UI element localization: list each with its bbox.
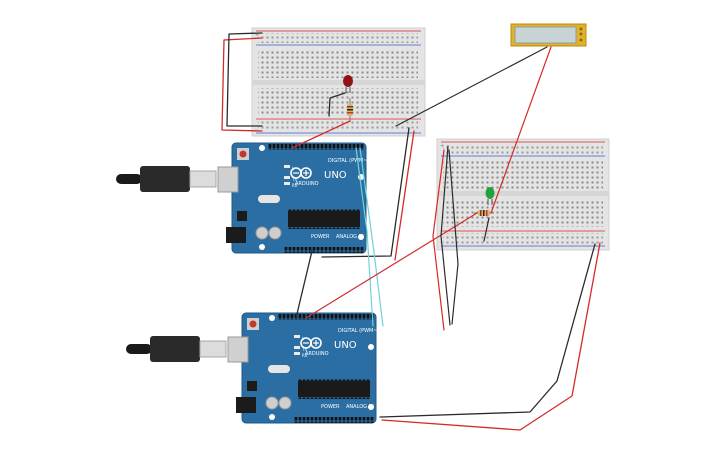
arduino-2-rx-label: RX: [302, 353, 308, 358]
resistor-icon[interactable]: [347, 98, 353, 122]
arduino-2-digital-label: DIGITAL (PWM~): [338, 328, 380, 334]
arduino-1-analog-label: ANALOG IN: [336, 234, 364, 240]
wire-black[interactable]: [395, 46, 548, 127]
arduino-2-analog-label: ANALOG IN: [346, 404, 374, 410]
usb-cable-icon[interactable]: [126, 336, 227, 362]
wire-black[interactable]: [295, 250, 313, 319]
bb2-minus-label: -: [440, 240, 442, 246]
wire-black[interactable]: [328, 92, 346, 117]
bb1-plus-label: +: [255, 32, 259, 38]
wire-red[interactable]: [221, 37, 263, 132]
wire-red[interactable]: [305, 212, 478, 319]
wire-black[interactable]: [226, 32, 263, 127]
arduino-1-rx-label: RX: [292, 183, 298, 188]
breadboard-2[interactable]: + -: [436, 138, 610, 251]
arduino-2-model: UNO: [334, 340, 357, 351]
arduino-1-digital-label: DIGITAL (PWM~): [328, 158, 370, 164]
usb-cable-icon[interactable]: [116, 166, 217, 192]
wire-red[interactable]: [381, 242, 601, 431]
breadboard-1[interactable]: + -: [251, 27, 426, 137]
wire-cyan[interactable]: [355, 147, 374, 327]
arduino-1-tx-label: TX: [291, 177, 297, 182]
wire-black[interactable]: [440, 145, 451, 326]
arduino-1-l-label: L: [292, 166, 295, 171]
arduino-2-tx-label: TX: [301, 347, 307, 352]
wire-black[interactable]: [379, 243, 596, 418]
lcd-display-icon[interactable]: [510, 23, 587, 47]
bb1-minus-label: -: [255, 127, 257, 133]
arduino-2-power-label: POWER: [321, 404, 340, 410]
wire-red[interactable]: [291, 120, 351, 149]
wire-red[interactable]: [490, 46, 552, 214]
arduino-2-brand: ARDUINO: [305, 351, 329, 357]
arduino-2-l-label: L: [302, 336, 305, 341]
wire-red[interactable]: [432, 149, 445, 331]
arduino-uno-2[interactable]: DIGITAL (PWM~) ARDUINO UNO L TX RX POWER…: [227, 312, 380, 424]
red-led-icon[interactable]: [343, 75, 353, 93]
green-led-icon[interactable]: [485, 187, 495, 205]
wire-black[interactable]: [448, 149, 459, 325]
arduino-1-brand: ARDUINO: [295, 181, 319, 187]
wire-black[interactable]: [321, 127, 410, 258]
arduino-uno-1[interactable]: DIGITAL (PWM~) ARDUINO UNO L TX RX POWER…: [217, 142, 370, 254]
wire-red[interactable]: [394, 130, 415, 261]
arduino-1-model: UNO: [324, 170, 347, 181]
bb2-plus-label: +: [440, 143, 444, 149]
wire-black[interactable]: [483, 217, 490, 242]
wire-cyan[interactable]: [359, 147, 384, 327]
arduino-1-power-label: POWER: [311, 234, 330, 240]
